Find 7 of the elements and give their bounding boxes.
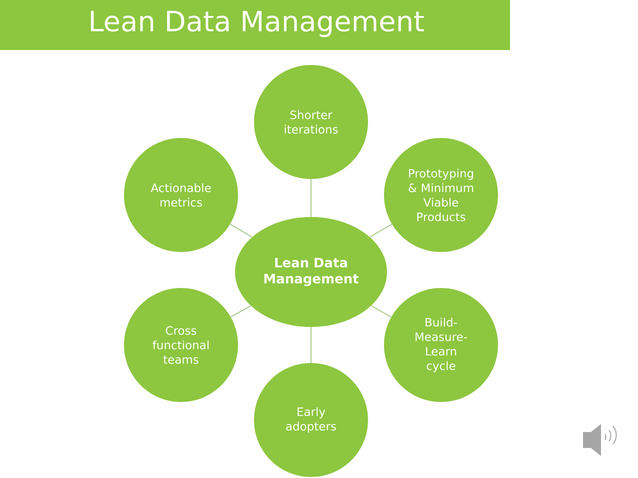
connector-line xyxy=(310,326,312,364)
title: Lean Data Management xyxy=(90,10,424,38)
connector-line xyxy=(230,305,252,318)
connector-line xyxy=(370,224,392,238)
connector-line xyxy=(230,224,253,238)
connector-line xyxy=(370,305,392,318)
connector-line xyxy=(310,178,312,218)
